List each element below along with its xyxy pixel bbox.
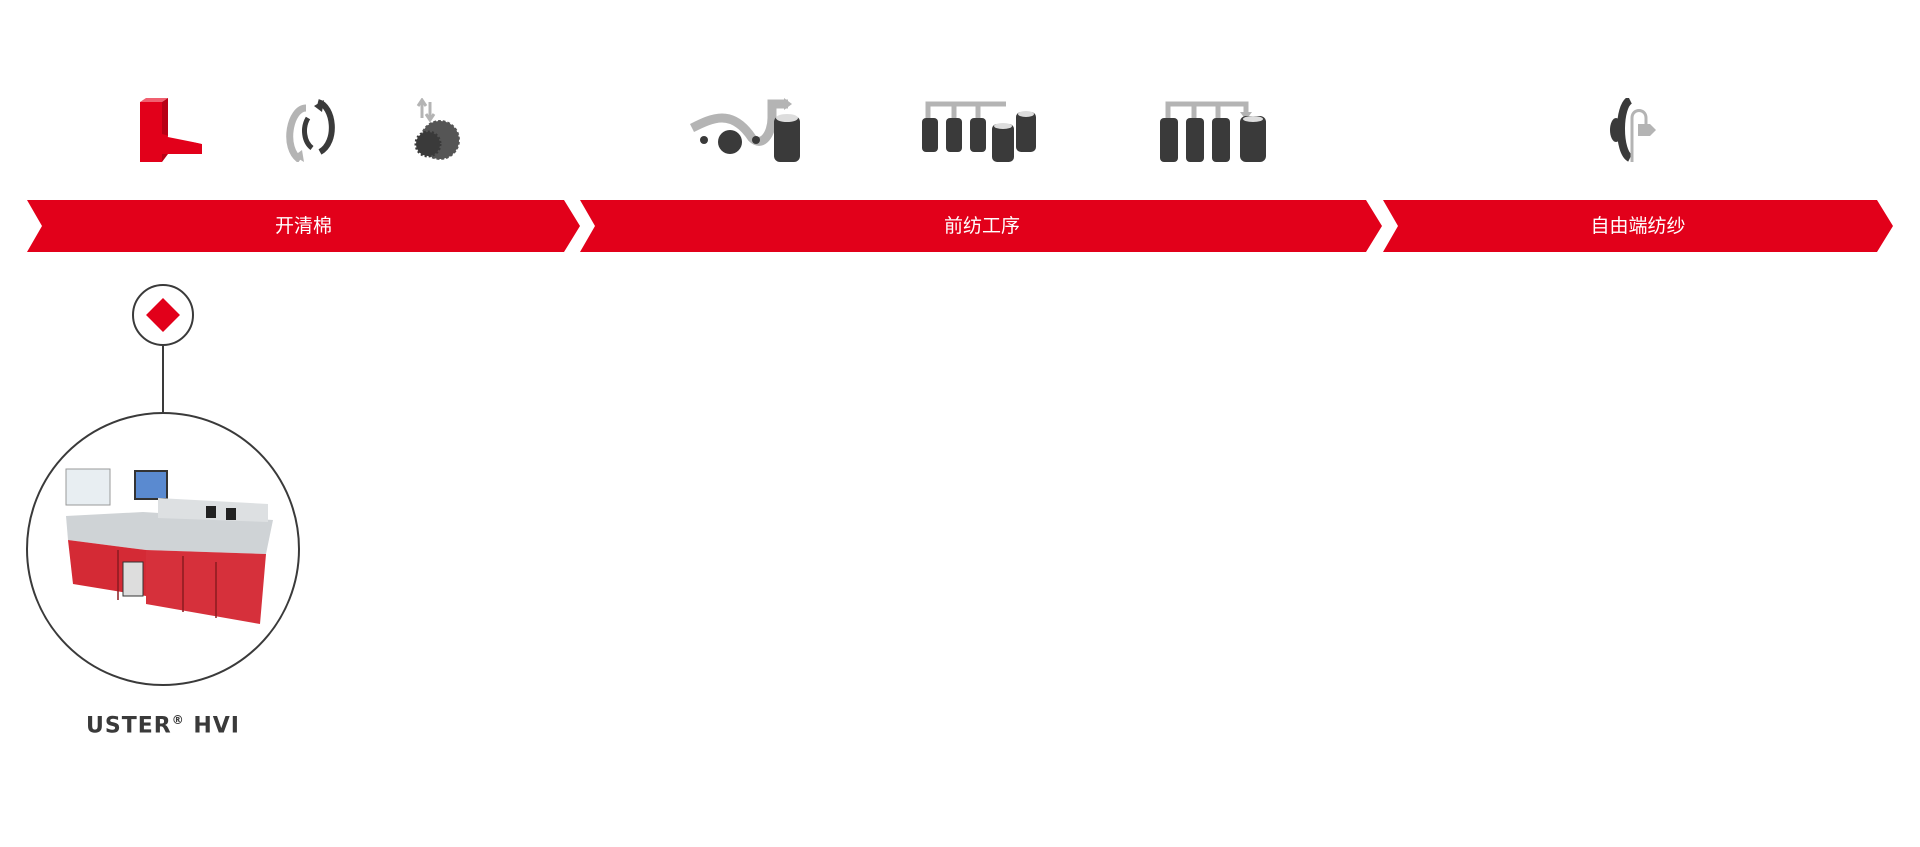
chevron-shape bbox=[1383, 200, 1893, 252]
product-brand: USTER bbox=[86, 713, 172, 739]
chevron-shape bbox=[580, 200, 1382, 252]
hvi-machine-illustration bbox=[65, 468, 273, 624]
product-name[interactable]: USTER® HVI bbox=[40, 713, 286, 738]
product-image-uster-hvi[interactable] bbox=[26, 412, 300, 686]
stage-opening-cleaning: 开清棉 bbox=[27, 200, 580, 252]
diamond-icon bbox=[146, 298, 180, 332]
stage-preparation: 前纺工序 bbox=[580, 200, 1384, 252]
stage-label: 自由端纺纱 bbox=[1590, 215, 1686, 237]
stage-label: 前纺工序 bbox=[943, 215, 1020, 237]
carding-cylinder-icon bbox=[414, 98, 461, 161]
rotor-spinning-icon bbox=[1610, 98, 1656, 162]
product-model: HVI bbox=[193, 713, 240, 739]
stage-rotor-spinning: 自由端纺纱 bbox=[1383, 200, 1893, 252]
drawing-sliver-cans-icon bbox=[1160, 101, 1266, 162]
bale-opener-icon bbox=[140, 98, 209, 162]
comber-sliver-cans-icon bbox=[922, 101, 1036, 162]
chevron-shape bbox=[27, 200, 580, 252]
blending-rotation-icon bbox=[286, 99, 335, 162]
stage-label: 开清棉 bbox=[274, 215, 332, 237]
registered-mark: ® bbox=[171, 713, 185, 727]
connector-line bbox=[162, 346, 164, 413]
draw-frame-icon bbox=[690, 98, 800, 162]
product-marker[interactable] bbox=[132, 284, 194, 346]
